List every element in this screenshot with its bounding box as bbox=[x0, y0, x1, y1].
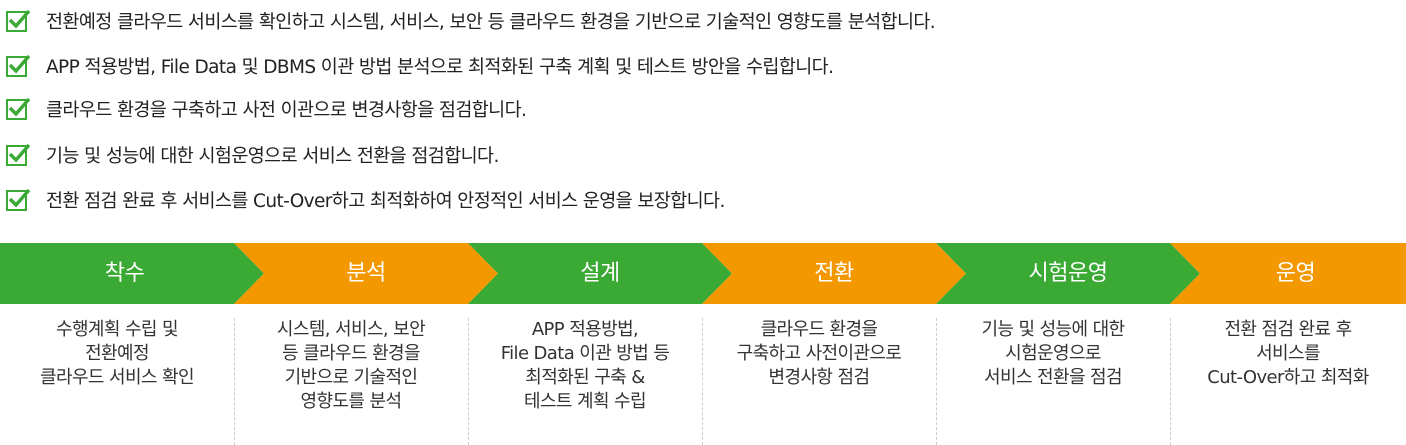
description-line: 시스템, 서비스, 보안 bbox=[276, 319, 426, 340]
stage-label-4: 전환 bbox=[814, 261, 854, 286]
stage-description-4: 클라우드 환경을 구축하고 사전이관으로 변경사항 점검 bbox=[702, 318, 936, 445]
stage-label-3: 설계 bbox=[580, 261, 620, 286]
stage-chevron-분석 bbox=[234, 243, 498, 304]
column-divider bbox=[936, 318, 937, 445]
description-line: 서비스를 bbox=[1256, 343, 1320, 364]
check-item-text: 기능 및 성능에 대한 시험운영으로 서비스 전환을 점검합니다. bbox=[46, 146, 499, 167]
checkbox-check-icon bbox=[6, 54, 31, 77]
description-line: 변경사항 점검 bbox=[768, 367, 870, 388]
column-divider bbox=[234, 318, 235, 445]
stage-chevron-전환 bbox=[702, 243, 966, 304]
check-item-text: APP 적용방법, File Data 및 DBMS 이관 방법 분석으로 최적… bbox=[46, 57, 834, 78]
checkbox-check-icon bbox=[6, 97, 31, 120]
stage-description-6: 전환 점검 완료 후 서비스를 Cut-Over하고 최적화 bbox=[1170, 318, 1406, 445]
process-chevrons bbox=[0, 243, 1406, 304]
stage-label-5: 시험운영 bbox=[1028, 261, 1108, 286]
checkbox-check-icon bbox=[6, 9, 31, 32]
column-divider bbox=[468, 318, 469, 445]
description-line: 전환 점검 완료 후 bbox=[1224, 319, 1352, 340]
description-line: APP 적용방법, bbox=[531, 319, 639, 340]
checkbox-check-icon bbox=[6, 188, 31, 211]
description-line: 서비스 전환을 점검 bbox=[984, 367, 1123, 388]
column-divider bbox=[702, 318, 703, 445]
check-item-text: 클라우드 환경을 구축하고 사전 이관으로 변경사항을 점검합니다. bbox=[46, 100, 527, 121]
stage-description-5: 기능 및 성능에 대한 시험운영으로 서비스 전환을 점검 bbox=[936, 318, 1170, 445]
stage-label-6: 운영 bbox=[1275, 261, 1316, 286]
description-line: Cut-Over하고 최적화 bbox=[1207, 367, 1369, 388]
description-line: 기능 및 성능에 대한 bbox=[981, 319, 1125, 340]
check-item-text: 전환 점검 완료 후 서비스를 Cut-Over하고 최적화하여 안정적인 서비… bbox=[46, 191, 725, 212]
stage-chevron-설계 bbox=[468, 243, 732, 304]
stage-description-1: 수행계획 수립 및 전환예정 클라우드 서비스 확인 bbox=[0, 318, 234, 445]
stage-label-1: 착수 bbox=[104, 261, 145, 286]
description-line: 영향도를 분석 bbox=[300, 391, 402, 412]
checkbox-check-icon bbox=[6, 143, 31, 166]
description-line: 테스트 계획 수립 bbox=[524, 391, 647, 412]
description-line: File Data 이관 방법 등 bbox=[500, 343, 670, 364]
column-divider bbox=[1170, 318, 1171, 445]
description-line: 최적화된 구축 & bbox=[525, 367, 645, 388]
description-line: 시험운영으로 bbox=[1005, 343, 1101, 364]
stage-description-3: APP 적용방법, File Data 이관 방법 등 최적화된 구축 & 테스… bbox=[468, 318, 702, 445]
description-line: 수행계획 수립 및 bbox=[56, 319, 179, 340]
description-line: 전환예정 bbox=[85, 343, 149, 364]
stage-chevron-시험운영 bbox=[936, 243, 1200, 304]
description-line: 기반으로 기술적인 bbox=[284, 367, 418, 388]
description-line: 클라우드 환경을 bbox=[760, 319, 878, 340]
description-line: 등 클라우드 환경을 bbox=[282, 343, 421, 364]
stage-description-2: 시스템, 서비스, 보안 등 클라우드 환경을 기반으로 기술적인 영향도를 분… bbox=[234, 318, 468, 445]
description-line: 클라우드 서비스 확인 bbox=[40, 367, 194, 388]
description-line: 구축하고 사전이관으로 bbox=[736, 343, 902, 364]
stage-label-2: 분석 bbox=[346, 261, 386, 286]
stage-chevron-착수 bbox=[0, 243, 264, 304]
stage-chevron-운영 bbox=[1170, 243, 1406, 304]
process-flow: 착수 분석 설계 전환 시험운영 운영 bbox=[0, 243, 1406, 304]
check-item-text: 전환예정 클라우드 서비스를 확인하고 시스템, 서비스, 보안 등 클라우드 … bbox=[46, 12, 936, 33]
